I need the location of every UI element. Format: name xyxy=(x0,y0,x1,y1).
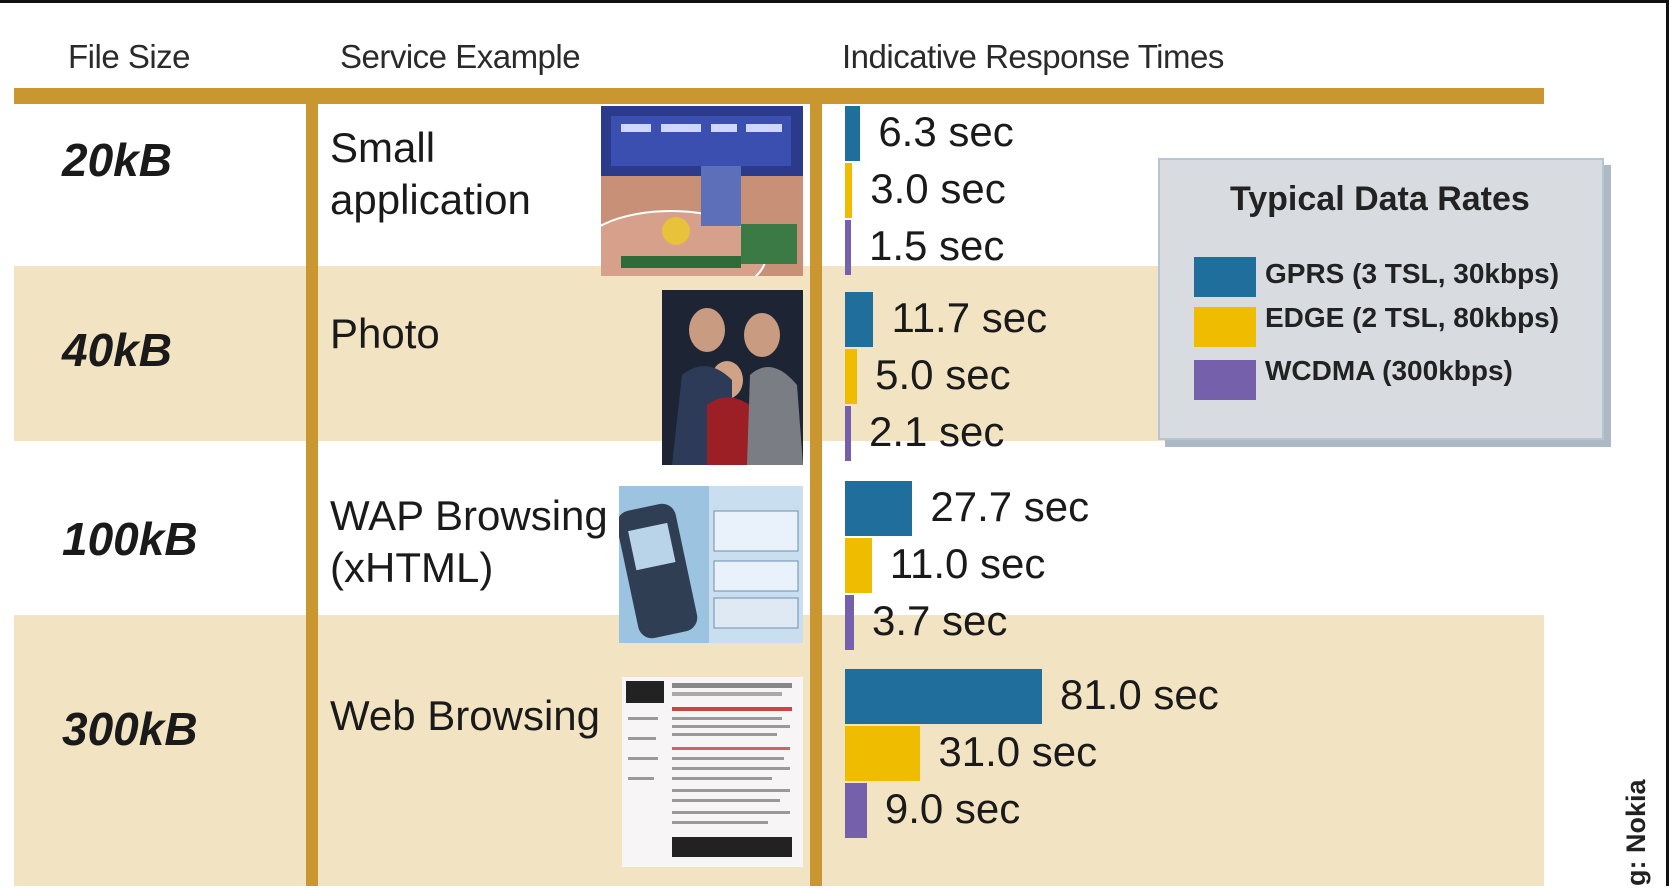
legend-title: Typical Data Rates xyxy=(1230,180,1530,218)
file-size-label: 100kB xyxy=(62,513,198,565)
family-photo-image xyxy=(662,290,803,465)
legend-swatch-wcdma xyxy=(1194,360,1256,400)
header-service-example: Service Example xyxy=(340,38,581,75)
file-size-label: 40kB xyxy=(62,324,172,376)
bar-value-label: 11.7 sec xyxy=(891,294,1048,341)
service-name: Web Browsing xyxy=(330,692,601,739)
bar-gprs-20kb xyxy=(845,106,861,161)
bar-edge-20kb xyxy=(845,163,853,218)
bar-value-label: 31.0 sec xyxy=(938,728,1098,775)
source-credit: g: Nokia xyxy=(1615,770,1655,890)
bar-edge-100kb xyxy=(845,538,872,593)
bar-wcdma-40kb xyxy=(845,406,851,461)
web-page-image xyxy=(622,677,803,867)
source-credit-text: g: Nokia xyxy=(1621,779,1651,886)
bar-value-label: 11.0 sec xyxy=(889,540,1046,587)
service-name: WAP Browsing (xHTML) xyxy=(330,492,608,591)
column-divider-1 xyxy=(306,104,318,886)
legend-swatch-edge xyxy=(1194,307,1256,347)
legend-label-wcdma: WCDMA (300kbps) xyxy=(1265,355,1513,386)
header-divider xyxy=(14,88,1544,104)
header-response-times: Indicative Response Times xyxy=(842,38,1224,75)
phone-wap-image xyxy=(619,486,803,643)
bar-value-label: 1.5 sec xyxy=(869,222,1005,269)
bar-value-label: 81.0 sec xyxy=(1060,671,1219,718)
bar-value-label: 6.3 sec xyxy=(878,108,1014,155)
bar-value-label: 27.7 sec xyxy=(930,483,1090,530)
bar-wcdma-100kb xyxy=(845,595,854,650)
frame-top-border xyxy=(0,0,1669,3)
bar-gprs-300kb xyxy=(845,669,1042,724)
bar-value-label: 2.1 sec xyxy=(869,408,1005,455)
column-divider-2 xyxy=(810,104,822,886)
file-size-label: 20kB xyxy=(62,134,172,186)
bar-wcdma-300kb xyxy=(845,783,867,838)
service-name: Photo xyxy=(330,310,440,357)
bar-gprs-100kb xyxy=(845,481,913,536)
header-file-size: File Size xyxy=(68,38,191,75)
game-screenshot-image xyxy=(601,106,803,276)
bar-gprs-40kb xyxy=(845,292,874,347)
bar-wcdma-20kb xyxy=(845,220,851,275)
bar-edge-300kb xyxy=(845,726,921,781)
legend-label-edge: EDGE (2 TSL, 80kbps) xyxy=(1265,302,1560,333)
bar-value-label: 3.0 sec xyxy=(870,165,1006,212)
bar-value-label: 3.7 sec xyxy=(871,597,1008,644)
frame-right-border xyxy=(1666,0,1669,886)
legend-swatch-gprs xyxy=(1194,257,1256,297)
bar-edge-40kb xyxy=(845,349,858,404)
bar-value-label: 5.0 sec xyxy=(875,351,1011,398)
file-size-label: 300kB xyxy=(62,703,198,755)
legend-label-gprs: GPRS (3 TSL, 30kbps) xyxy=(1265,258,1560,289)
service-name: Small application xyxy=(330,124,531,223)
legend: Typical Data Rates GPRS (3 TSL, 30kbps) … xyxy=(1158,158,1604,440)
bar-value-label: 9.0 sec xyxy=(884,785,1021,832)
